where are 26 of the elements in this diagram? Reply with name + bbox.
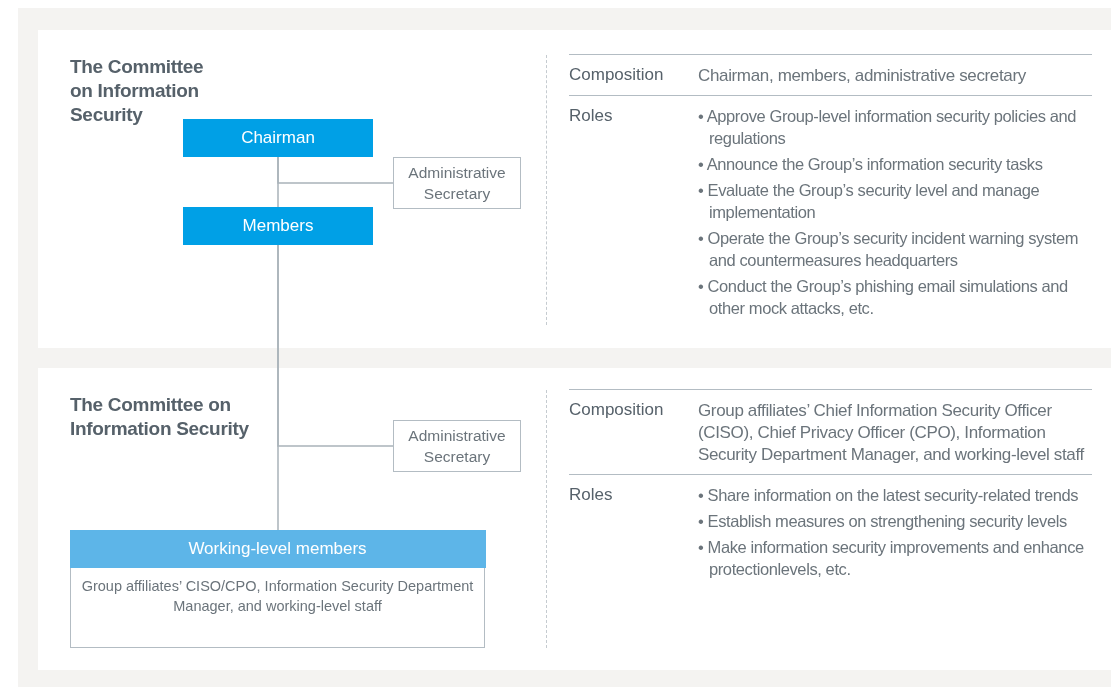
composition-text: Group affiliates’ Chief Information Security Officer (CISO), Chief Privacy Officer (CPO), Information Security Department Manager, and working-level staff	[698, 400, 1086, 466]
group-description: Group affiliates’ CISO/CPO, Information Security Department Manager, and working-level staff	[80, 576, 475, 616]
committee-heading: The Committee on Information Security	[70, 393, 250, 441]
row-heading: Roles	[569, 105, 614, 127]
role-item: • Approve Group-level information security policies and regulations	[698, 106, 1078, 149]
role-item: • Make information security improvements and enhance protectionlevels, etc.	[698, 537, 1085, 580]
role-item: • Establish measures on strengthening security levels	[698, 511, 1068, 532]
row-heading: Composition	[569, 64, 665, 86]
role-item: • Conduct the Group’s phishing email simulations and other mock attacks, etc.	[698, 276, 1069, 319]
group-title: Working-level members	[69, 529, 486, 568]
member-group-box	[70, 530, 485, 648]
committee-panel	[38, 368, 1111, 670]
composition-text: Chairman, members, administrative secretary	[698, 65, 1027, 87]
role-item: • Announce the Group’s information security tasks	[698, 154, 1044, 175]
role-box: Chairman	[183, 119, 373, 157]
role-item: • Operate the Group’s security incident warning system and countermeasures headquarters	[698, 228, 1080, 271]
connector-line	[277, 156, 394, 184]
role-item: • Evaluate the Group’s security level and manage implementation	[698, 180, 1041, 223]
row-heading: Roles	[569, 484, 614, 506]
connector-line	[277, 244, 394, 447]
row-heading: Composition	[569, 399, 665, 421]
committee-panel	[38, 30, 1111, 348]
role-box: Administrative Secretary	[393, 420, 521, 472]
role-box: Administrative Secretary	[393, 157, 521, 209]
role-item: • Share information on the latest security-related trends	[698, 485, 1080, 506]
role-box: Members	[183, 207, 373, 245]
